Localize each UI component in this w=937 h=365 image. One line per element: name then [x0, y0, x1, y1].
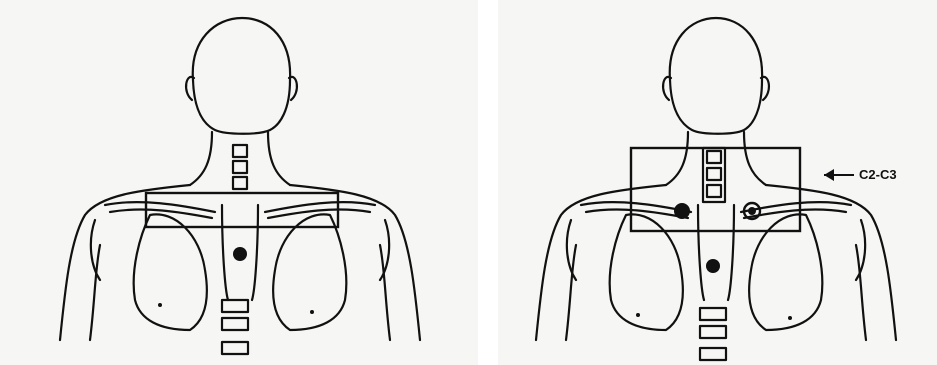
mark-left — [636, 313, 640, 317]
electrode-dot-right-fill — [748, 207, 756, 215]
spine-marker-2 — [700, 326, 726, 338]
c2-c3-label: C2-C3 — [859, 168, 897, 181]
mark-left — [158, 303, 162, 307]
spine-marker-1 — [222, 300, 248, 312]
upper-body-outline-right — [498, 0, 937, 365]
vertebra-box-1 — [233, 145, 247, 157]
arrow-head-icon — [824, 169, 834, 181]
mark-right — [788, 316, 792, 320]
sternum-right — [252, 205, 258, 300]
sternum-left — [222, 205, 228, 300]
mark-right — [310, 310, 314, 314]
panel-gap — [478, 0, 498, 365]
shoulder-right — [766, 185, 896, 340]
left-panel — [0, 0, 478, 365]
neck-left — [666, 132, 688, 185]
sternum-right — [728, 205, 734, 300]
spine-marker-2 — [222, 318, 248, 330]
vertebra-box-2 — [707, 168, 721, 180]
shoulder-left — [536, 185, 666, 340]
sternum-left — [698, 205, 704, 300]
vertebra-box-3 — [707, 185, 721, 197]
spine-marker-1 — [700, 308, 726, 320]
electrode-region-box — [146, 193, 338, 227]
neck-right — [744, 132, 766, 185]
center-dot — [233, 247, 247, 261]
neck-right — [268, 132, 290, 185]
vertebra-box-2 — [233, 161, 247, 173]
upper-body-outline-left — [0, 0, 478, 365]
lung-right — [273, 214, 346, 330]
neck-left — [190, 132, 212, 185]
right-panel: C2-C3 — [498, 0, 937, 365]
electrode-region-box — [631, 148, 800, 231]
shoulder-right — [290, 185, 420, 340]
head-outline — [670, 18, 762, 134]
lung-left — [134, 214, 207, 330]
center-dot — [706, 259, 720, 273]
spine-marker-3 — [700, 348, 726, 360]
shoulder-left — [60, 185, 190, 340]
vertebra-box-1 — [707, 151, 721, 163]
spine-marker-3 — [222, 342, 248, 354]
electrode-dot-left — [674, 203, 690, 219]
vertebra-box-3 — [233, 177, 247, 189]
head-outline — [193, 18, 290, 134]
